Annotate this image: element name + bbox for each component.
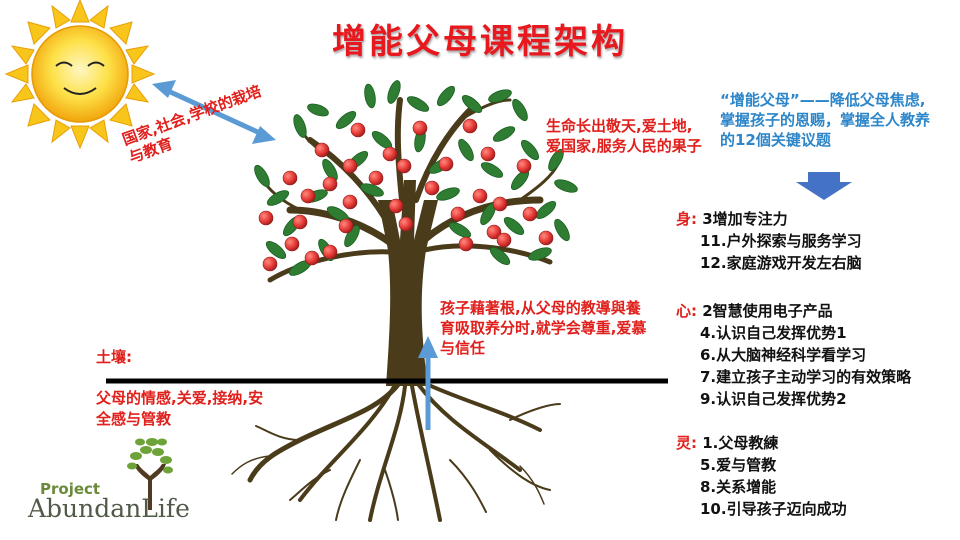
section-heart: 心: 2智慧使用电子产品 4.认识自己发挥优势1 6.从大脑神经科学看学习 7.… bbox=[676, 300, 911, 410]
roots-icon bbox=[231, 379, 561, 522]
section-spirit-title: 1.父母教練 bbox=[702, 434, 779, 452]
section-body: 身: 3增加专注力 11.户外探索与服务学习 12.家庭游戏开发左右脑 bbox=[676, 208, 862, 274]
sun-icon bbox=[4, 0, 156, 150]
list-item: 7.建立孩子主动学习的有效策略 bbox=[700, 368, 912, 386]
section-body-head: 身: 3增加专注力 bbox=[676, 208, 862, 230]
logo-name-text: AbundanLife bbox=[28, 494, 190, 523]
section-body-title: 3增加专注力 bbox=[702, 210, 788, 228]
section-heart-title: 2智慧使用电子产品 bbox=[702, 302, 833, 320]
list-item: 4.认识自己发挥优势1 bbox=[700, 324, 847, 342]
list-item: 11.户外探索与服务学习 bbox=[700, 232, 862, 250]
fruit-text: 生命长出敬天,爱土地,爱国家,服务人民的果子 bbox=[546, 117, 702, 155]
apples-icon bbox=[258, 118, 554, 272]
list-item: 6.从大脑神经科学看学习 bbox=[700, 346, 867, 364]
up-arrow-icon bbox=[418, 336, 438, 430]
list-item: 9.认识自己发挥优势2 bbox=[700, 390, 847, 408]
soil-label: 土壤: bbox=[96, 348, 132, 366]
double-arrow-icon bbox=[152, 80, 276, 144]
section-spirit-head: 灵: 1.父母教練 bbox=[676, 432, 847, 454]
list-item: 10.引导孩子迈向成功 bbox=[700, 500, 847, 518]
page-title: 增能父母课程架构 bbox=[332, 22, 628, 62]
section-body-char: 身: bbox=[676, 210, 697, 228]
roots-text: 孩子藉著根,从父母的教導與養育吸取养分时,就学会尊重,爱慕与信任 bbox=[440, 299, 647, 357]
down-arrow-icon bbox=[796, 172, 852, 200]
goal-text: “增能父母”——降低父母焦虑,掌握孩子的恩赐，掌握全人教养的12個关键议题 bbox=[720, 91, 931, 149]
section-spirit: 灵: 1.父母教練 5.爱与管教 8.关系增能 10.引导孩子迈向成功 bbox=[676, 432, 847, 520]
logo-project-text: Project bbox=[40, 480, 101, 498]
section-heart-char: 心: bbox=[676, 302, 697, 320]
list-item: 5.爱与管教 bbox=[700, 456, 777, 474]
soil-description: 父母的情感,关爱,接纳,安全感与管教 bbox=[96, 389, 264, 428]
list-item: 8.关系增能 bbox=[700, 478, 777, 496]
section-heart-head: 心: 2智慧使用电子产品 bbox=[676, 300, 911, 322]
logo-tree-icon bbox=[127, 438, 173, 510]
list-item: 12.家庭游戏开发左右脑 bbox=[700, 254, 862, 272]
section-spirit-char: 灵: bbox=[676, 434, 697, 452]
